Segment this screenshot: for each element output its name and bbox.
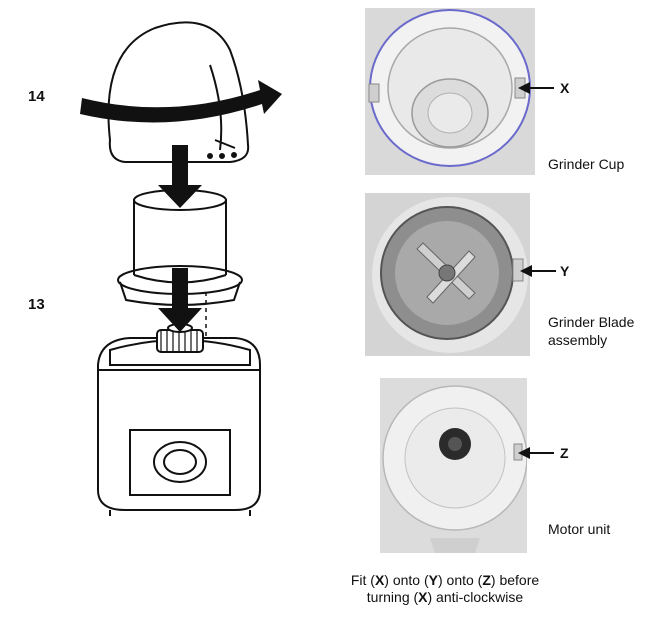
grinder-assembly-illustration [60,10,300,520]
instruction-letter: Y [429,572,438,588]
caption-grinder-cup: Grinder Cup [548,155,624,173]
instruction-text: ) onto ( [438,572,482,588]
label-y: Y [560,263,569,279]
instruction-text: ) anti-clockwise [428,589,524,605]
instruction-text: ) before [491,572,539,588]
assembly-instruction: Fit (X) onto (Y) onto (Z) before turning… [330,572,560,606]
label-z: Z [560,445,569,461]
motor-unit-photo [380,378,527,553]
instruction-text: Fit ( [351,572,375,588]
caption-blade-line1: Grinder Blade [548,313,634,331]
pointer-arrow-y [520,263,558,279]
instruction-text: ) onto ( [384,572,428,588]
instruction-letter: X [418,589,427,605]
pointer-arrow-z [518,445,556,461]
step-number-14: 14 [28,88,45,105]
grinder-cup-photo [365,8,535,175]
instruction-letter: X [375,572,384,588]
instruction-text: turning ( [367,589,418,605]
instruction-line-1: Fit (X) onto (Y) onto (Z) before [330,572,560,589]
step-number-13: 13 [28,296,45,313]
grinder-blade-photo [365,193,530,356]
pointer-arrow-x [518,80,556,96]
instruction-line-2: turning (X) anti-clockwise [330,589,560,606]
caption-blade-line2: assembly [548,331,607,349]
label-x: X [560,80,569,96]
caption-motor-unit: Motor unit [548,520,610,538]
instruction-letter: Z [482,572,491,588]
